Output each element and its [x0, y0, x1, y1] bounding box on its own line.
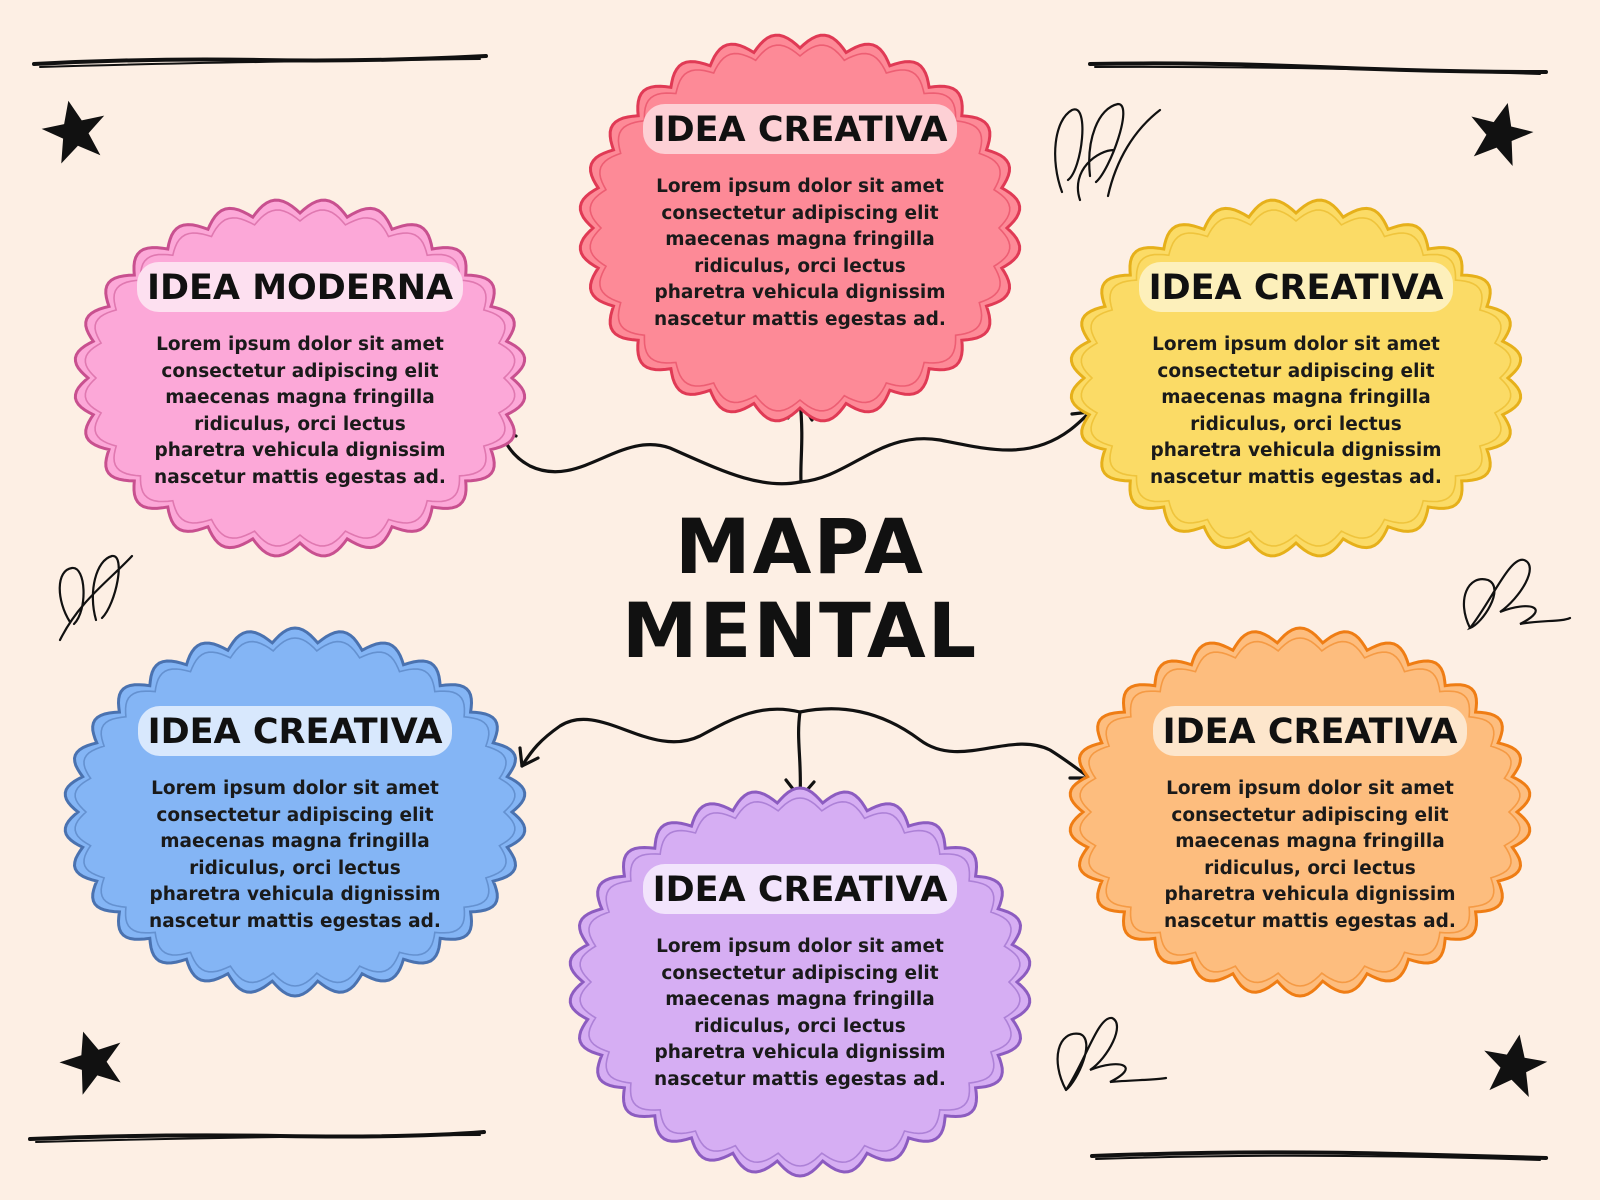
node-left-bottom-title: IDEA CREATIVA: [137, 706, 453, 756]
arrow-to-bottom: [797, 710, 802, 800]
arrow-to-top: [798, 398, 804, 484]
doodle-loop-icon: [1056, 1016, 1168, 1092]
arrow-to-right-top: [798, 410, 1092, 484]
node-right-top: IDEA CREATIVA Lorem ipsum dolor sit amet…: [1136, 262, 1456, 491]
center-title-line1: MAPA: [675, 502, 925, 591]
node-right-bottom-title: IDEA CREATIVA: [1152, 706, 1468, 756]
doodle-scribble-icon: [58, 554, 134, 642]
arrow-to-right-bottom: [798, 707, 1092, 780]
doodle-scribble-icon: [1054, 102, 1162, 202]
scribble-lines: [28, 54, 1549, 1161]
node-bottom-body: Lorem ipsum dolor sit amet consectetur a…: [654, 936, 946, 1090]
center-title-line2: MENTAL: [621, 586, 979, 675]
doodle-loop-icon: [1462, 558, 1572, 631]
arrow-to-left-bottom: [520, 707, 802, 768]
node-right-top-body: Lorem ipsum dolor sit amet consectetur a…: [1150, 334, 1442, 488]
arrow-to-left-top: [498, 426, 802, 486]
node-left-bottom: IDEA CREATIVA Lorem ipsum dolor sit amet…: [135, 706, 455, 935]
star-icon: [41, 100, 105, 164]
node-left-top-title: IDEA MODERNA: [136, 262, 464, 312]
node-right-bottom: IDEA CREATIVA Lorem ipsum dolor sit amet…: [1150, 706, 1470, 935]
node-top-body: Lorem ipsum dolor sit amet consectetur a…: [654, 176, 946, 330]
center-title: MAPA MENTAL: [600, 505, 1000, 673]
node-top-title: IDEA CREATIVA: [642, 104, 958, 154]
node-left-bottom-body: Lorem ipsum dolor sit amet consectetur a…: [149, 778, 441, 932]
node-bottom: IDEA CREATIVA Lorem ipsum dolor sit amet…: [640, 864, 960, 1093]
star-icon: [1471, 102, 1534, 167]
node-left-top: IDEA MODERNA Lorem ipsum dolor sit amet …: [136, 262, 464, 491]
node-right-top-title: IDEA CREATIVA: [1138, 262, 1454, 312]
node-right-bottom-body: Lorem ipsum dolor sit amet consectetur a…: [1164, 778, 1456, 932]
node-left-top-body: Lorem ipsum dolor sit amet consectetur a…: [154, 334, 446, 488]
star-icon: [59, 1031, 121, 1095]
connector-arrows: [496, 398, 1092, 800]
node-bottom-title: IDEA CREATIVA: [642, 864, 958, 914]
star-icon: [1484, 1034, 1548, 1098]
node-top: IDEA CREATIVA Lorem ipsum dolor sit amet…: [640, 104, 960, 333]
